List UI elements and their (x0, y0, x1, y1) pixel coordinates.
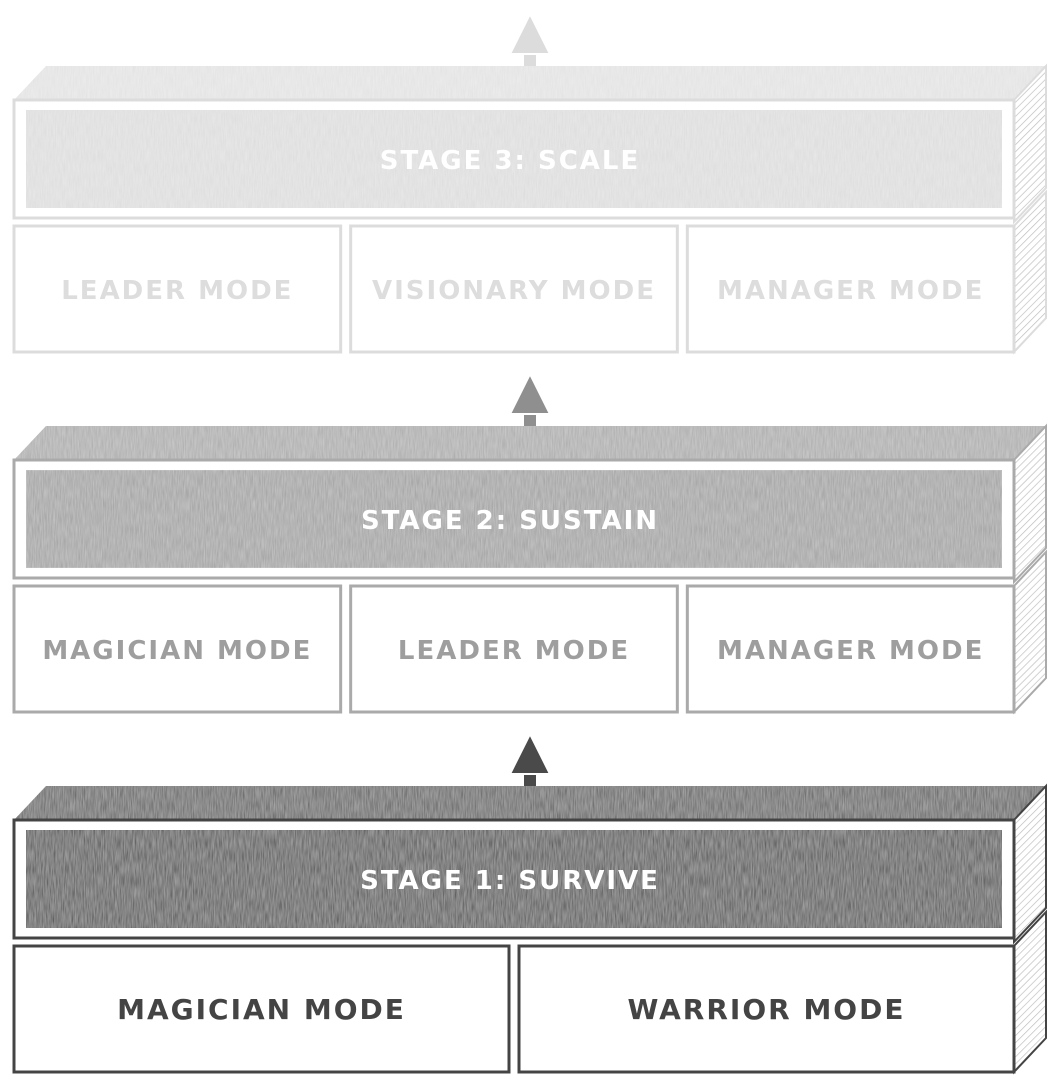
mode-row: MAGICIAN MODE LEADER MODE MANAGER MODE (12, 584, 1016, 714)
mode-label: MAGICIAN MODE (117, 993, 406, 1026)
mode-box-manager: MANAGER MODE (685, 584, 1016, 714)
stage-bar (25, 829, 1003, 929)
mode-box-magician: MAGICIAN MODE (12, 944, 511, 1074)
mode-label: MAGICIAN MODE (42, 636, 312, 666)
stage-1-block: STAGE 1: SURVIVE MAGICIAN MODE WARRIOR M… (12, 731, 1047, 1075)
mode-label: LEADER MODE (398, 636, 630, 666)
mode-box-frame (517, 944, 1016, 1074)
stage-3-label: STAGE 3: SCALE (380, 146, 641, 176)
mode-box-frame (349, 224, 679, 354)
mode-row: MAGICIAN MODE WARRIOR MODE (12, 944, 1016, 1074)
arrow-head (508, 11, 552, 55)
stage-bar (25, 109, 1003, 209)
mode-box-frame (12, 944, 511, 1074)
mode-box-frame (349, 584, 679, 714)
mode-label: VISIONARY MODE (372, 276, 656, 306)
mode-box-frame (685, 224, 1016, 354)
block-top-face (14, 426, 1046, 460)
stage-bar (25, 469, 1003, 569)
stage-3-block: STAGE 3: SCALE LEADER MODE VISIONARY MOD… (12, 11, 1047, 355)
stage-1-label: STAGE 1: SURVIVE (360, 866, 660, 896)
arrow-head (508, 731, 552, 775)
stage-2-block: STAGE 2: SUSTAIN MAGICIAN MODE LEADER MO… (12, 371, 1047, 715)
mode-label: MANAGER MODE (717, 276, 984, 306)
mode-box-visionary: VISIONARY MODE (349, 224, 679, 354)
mode-row: LEADER MODE VISIONARY MODE MANAGER MODE (12, 224, 1016, 354)
mode-box-frame (685, 584, 1016, 714)
block-top-face (14, 786, 1046, 820)
mode-box-leader: LEADER MODE (12, 224, 343, 354)
mode-label: WARRIOR MODE (628, 993, 906, 1026)
mode-box-frame (12, 224, 343, 354)
mode-box-manager: MANAGER MODE (685, 224, 1016, 354)
mode-box-leader: LEADER MODE (349, 584, 679, 714)
stage-2-label: STAGE 2: SUSTAIN (361, 506, 659, 536)
mode-box-magician: MAGICIAN MODE (12, 584, 343, 714)
block-top-face (14, 66, 1046, 100)
mode-box-warrior: WARRIOR MODE (517, 944, 1016, 1074)
mode-label: LEADER MODE (61, 276, 293, 306)
mode-box-frame (12, 584, 343, 714)
mode-label: MANAGER MODE (717, 636, 984, 666)
arrow-head (508, 371, 552, 415)
